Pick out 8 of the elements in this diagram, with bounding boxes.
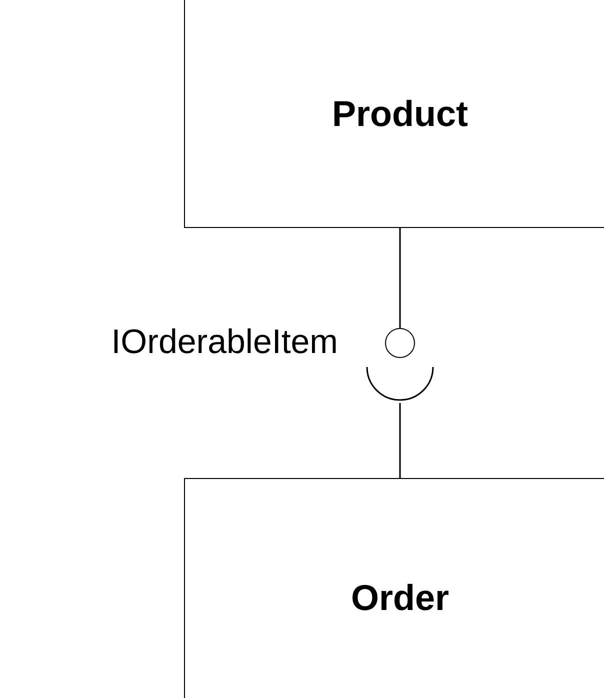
component-box [184,478,604,698]
connector-line [399,228,401,328]
component-name: Order [350,577,450,619]
interface-label: IOrderableItem [111,323,338,362]
interface-circle [385,328,415,358]
component-box [184,0,604,228]
socket-connector [366,366,434,478]
component-name: Product [332,92,468,134]
